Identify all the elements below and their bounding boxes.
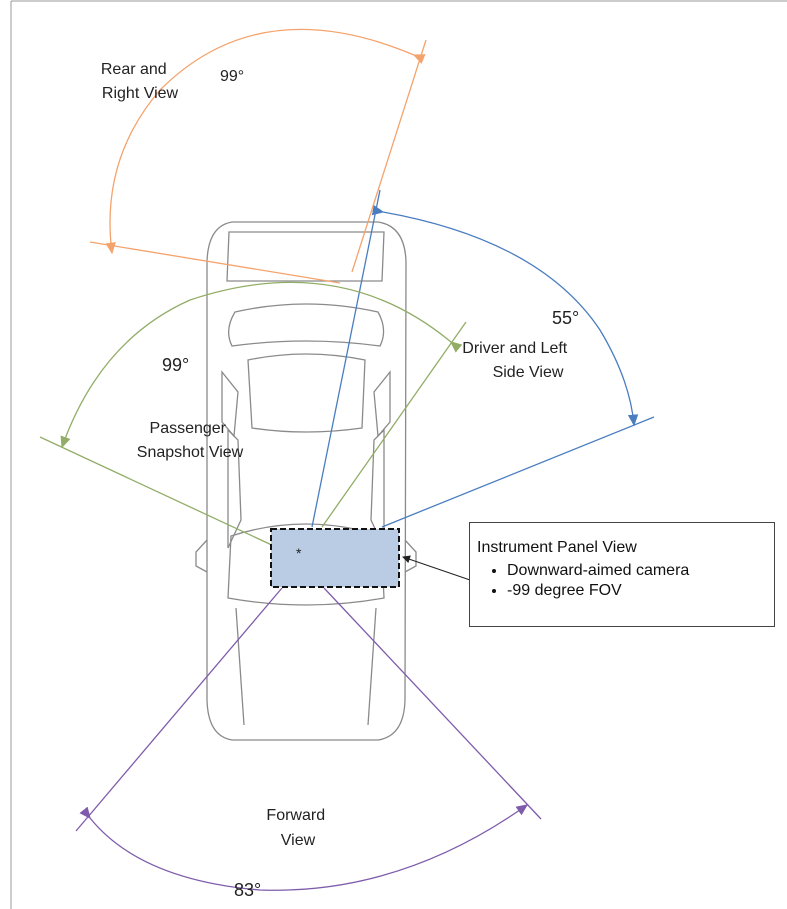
passenger-view-label: Passenger Snapshot View — [137, 420, 244, 461]
instrument-panel-box — [270, 528, 400, 588]
passenger-view-fov — [39, 281, 467, 548]
forward-angle: 83° — [234, 880, 261, 900]
driver-left-view-label-line-2: Side View — [493, 364, 564, 381]
rear-right-ray-2 — [89, 241, 341, 284]
forward-ray-right — [323, 587, 542, 820]
callout-bullet: -99 degree FOV — [507, 581, 764, 601]
rear-side-window-right — [373, 370, 391, 438]
hood-line-left — [235, 607, 245, 726]
passenger-view-label-line-1: Passenger — [150, 420, 227, 437]
passenger-ray-1 — [321, 321, 467, 528]
forward-view-label: Forward View — [266, 807, 329, 849]
windshield — [227, 523, 385, 606]
driver-left-ray-2 — [381, 416, 655, 528]
passenger-ray-2 — [39, 436, 277, 548]
roof-inner — [247, 353, 366, 433]
callout-bullet: Downward-aimed camera — [507, 561, 764, 581]
mirror-right — [404, 539, 417, 573]
passenger-arc-arrow — [60, 281, 463, 449]
passenger-view-label-line-2: Snapshot View — [137, 444, 244, 461]
car-body — [206, 221, 407, 741]
rear-window — [226, 231, 385, 282]
driver-left-arc-arrow — [371, 205, 639, 427]
driver-left-view-fov — [311, 189, 655, 528]
forward-view-label-line-2: View — [281, 832, 316, 849]
rear-right-arc-arrow — [105, 28, 426, 255]
instrument-panel-callout: Instrument Panel View Downward-aimed cam… — [469, 522, 775, 627]
forward-arc-arrow — [79, 804, 529, 891]
forward-view-label-line-1: Forward — [266, 807, 325, 824]
driver-left-ray-1 — [311, 189, 381, 528]
mirror-left — [195, 539, 208, 573]
driver-left-angle: 55° — [552, 308, 579, 328]
forward-ray-left — [75, 587, 283, 832]
rear-right-view-label: Rear and Right View — [101, 61, 179, 102]
callout-bullet-list: Downward-aimed camera -99 degree FOV — [477, 561, 764, 601]
roof-outline — [228, 303, 385, 347]
forward-view-fov — [75, 587, 542, 891]
hood-line-right — [367, 607, 377, 726]
callout-title: Instrument Panel View — [477, 539, 637, 556]
car-outline — [195, 221, 417, 741]
rear-right-view-fov — [89, 28, 427, 284]
driver-left-view-label-line-1: Driver and Left — [462, 340, 567, 357]
rear-right-view-label-line-1: Rear and — [101, 61, 167, 78]
passenger-angle: 99° — [162, 355, 189, 375]
rear-right-ray-1 — [351, 39, 427, 273]
camera-mark: * — [296, 545, 302, 561]
driver-left-view-label: Driver and Left Side View — [462, 340, 571, 381]
rear-right-angle: 99° — [220, 68, 244, 85]
callout-pointer — [402, 555, 471, 581]
rear-right-view-label-line-2: Right View — [102, 85, 179, 102]
